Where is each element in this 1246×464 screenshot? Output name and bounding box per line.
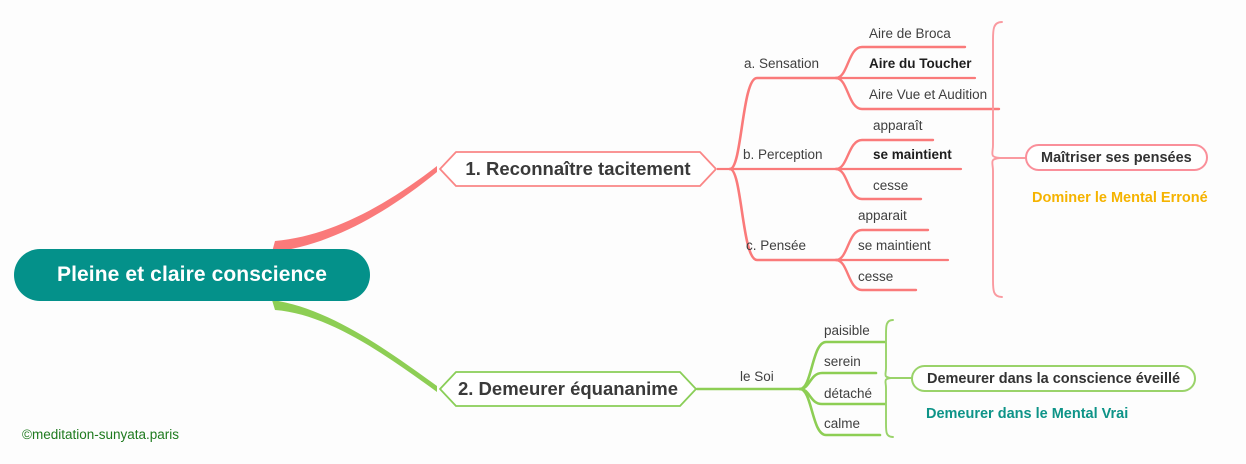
callout-caption-dominer-le-mental-errone: Dominer le Mental Erroné: [1032, 190, 1208, 206]
trunk-to-branch-2: [272, 300, 437, 392]
branch-node-1[interactable]: 1. Reconnaître tacitement: [439, 151, 717, 187]
group-label-le-soi[interactable]: le Soi: [740, 369, 774, 384]
branch1-brace: [991, 21, 1003, 298]
leaf-aire-du-toucher[interactable]: Aire du Toucher: [869, 56, 972, 71]
callout-pill-demeurer-conscience-eveille[interactable]: Demeurer dans la conscience éveillé: [911, 365, 1197, 392]
leaf-perception-apparait[interactable]: apparaît: [873, 118, 923, 133]
leaf-perception-se-maintient[interactable]: se maintient: [873, 147, 952, 162]
branch-1-hexagon-shape: [439, 151, 717, 187]
leaf-soi-calme[interactable]: calme: [824, 416, 861, 431]
leaf-pensee-cesse[interactable]: cesse: [858, 269, 894, 284]
leaf-aire-de-broca[interactable]: Aire de Broca: [869, 26, 951, 41]
branch-2-label: 2. Demeurer équananime: [457, 378, 679, 399]
leaf-perception-cesse[interactable]: cesse: [873, 178, 909, 193]
leaf-pensee-se-maintient[interactable]: se maintient: [858, 238, 931, 253]
leaf-soi-paisible[interactable]: paisible: [824, 323, 870, 338]
group-label-sensation[interactable]: a. Sensation: [744, 56, 820, 71]
group-label-perception[interactable]: b. Perception: [743, 147, 823, 162]
branch-node-2[interactable]: 2. Demeurer équananime: [439, 371, 697, 407]
branch-2-hexagon-shape: [439, 371, 697, 407]
trunk-to-branch-1: [272, 166, 437, 252]
group-label-pensee[interactable]: c. Pensée: [746, 238, 807, 253]
branch2-brace: [884, 319, 894, 438]
watermark-credit: ©meditation-sunyata.paris: [22, 427, 180, 442]
leaf-pensee-apparait[interactable]: apparait: [858, 208, 907, 223]
leaf-soi-detache[interactable]: détaché: [824, 386, 873, 401]
leaf-soi-serein[interactable]: serein: [824, 354, 861, 369]
branch-1-label: 1. Reconnaître tacitement: [465, 158, 691, 179]
leaf-aire-vue-et-audition[interactable]: Aire Vue et Audition: [869, 87, 988, 102]
central-node[interactable]: Pleine et claire conscience: [14, 249, 370, 301]
callout-caption-demeurer-mental-vrai: Demeurer dans le Mental Vrai: [926, 406, 1129, 422]
callout-pill-maitriser-ses-pensees[interactable]: Maîtriser ses pensées: [1025, 144, 1208, 171]
